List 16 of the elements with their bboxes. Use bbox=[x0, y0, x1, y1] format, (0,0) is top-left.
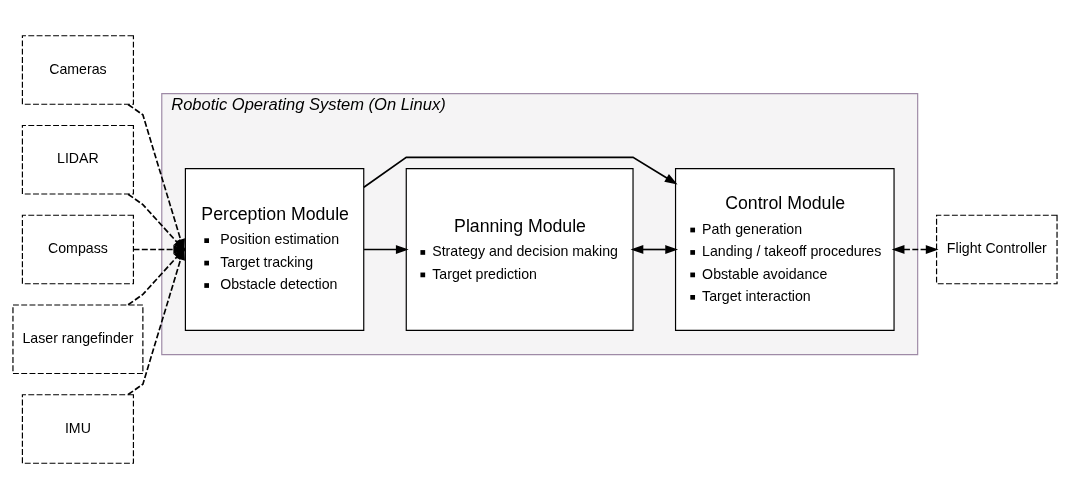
node-box: Cameras bbox=[21, 35, 134, 105]
node-box: LIDAR bbox=[21, 124, 134, 195]
node-box: Laser rangefinder bbox=[12, 304, 144, 375]
arrow bbox=[132, 245, 187, 254]
node-box: Planning Module Strategy and decision making Target prediction bbox=[405, 168, 634, 331]
node-box: Flight Controller bbox=[936, 214, 1058, 285]
arrow bbox=[363, 245, 409, 254]
node-box: Perception Module Position estimation Target tracking Obstacle detection bbox=[184, 168, 365, 331]
arrow bbox=[127, 247, 185, 396]
arrow bbox=[127, 247, 186, 306]
node-box: IMU bbox=[21, 394, 134, 464]
node-box: Control Module Path generation Landing / takeoff procedures Obstable avoidance Target interaction bbox=[674, 168, 895, 331]
arrow bbox=[891, 245, 939, 254]
arrow bbox=[363, 156, 678, 189]
node-box: Compass bbox=[21, 214, 134, 285]
arrow bbox=[630, 245, 679, 254]
